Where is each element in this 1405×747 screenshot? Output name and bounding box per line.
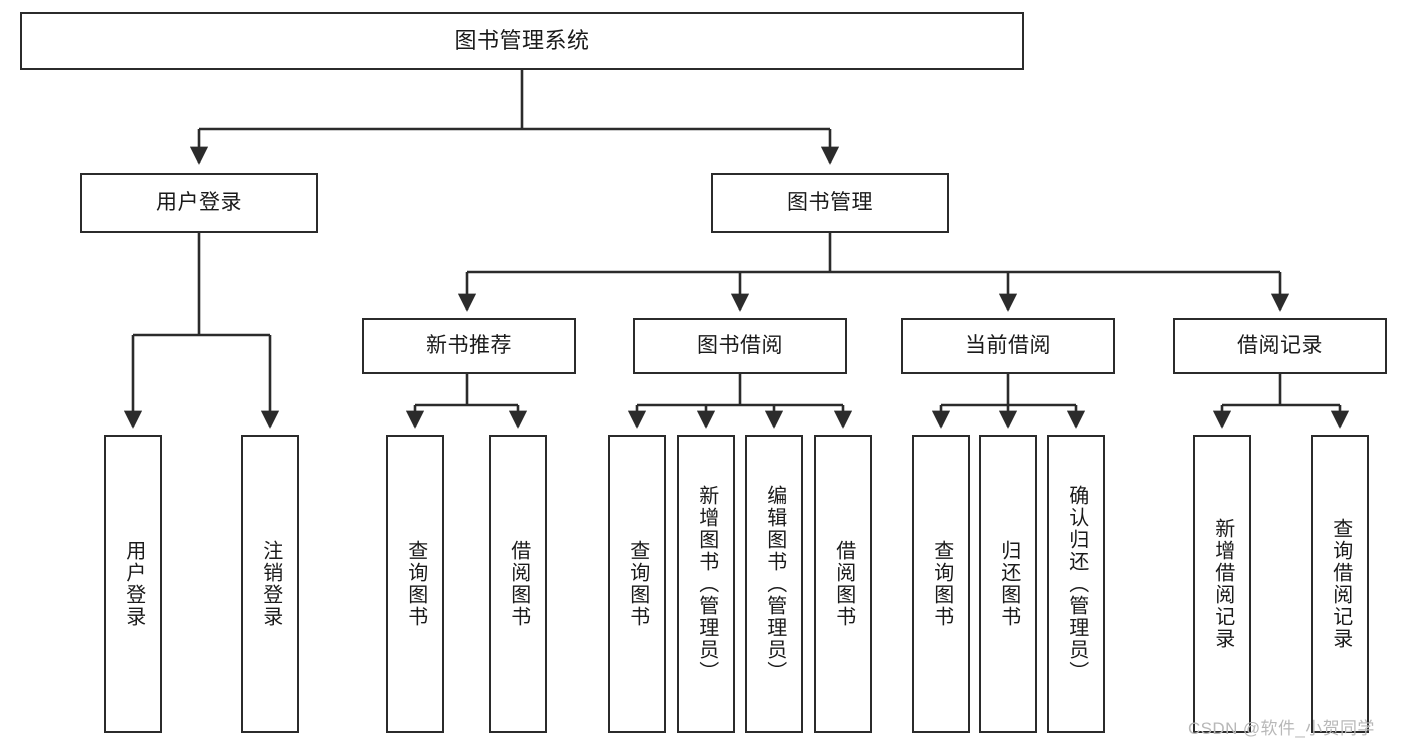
node-label: 归还图书 [997,540,1020,628]
node-label: 用户登录 [156,191,242,215]
node-new-book-recommendation[interactable]: 新书推荐 [362,318,576,374]
node-label: 编辑图书（管理员） [763,485,786,683]
node-leaf-query-book-borrow[interactable]: 查询图书 [608,435,666,733]
node-root-book-management-system[interactable]: 图书管理系统 [20,12,1024,70]
node-label: 新书推荐 [426,334,512,358]
node-label: 注销登录 [259,540,282,628]
node-leaf-borrow-book[interactable]: 借阅图书 [814,435,872,733]
node-leaf-edit-book-admin[interactable]: 编辑图书（管理员） [745,435,803,733]
csdn-watermark: CSDN @软件_小贺同学 [1188,719,1375,738]
node-leaf-borrow-book-newbook[interactable]: 借阅图书 [489,435,547,733]
node-leaf-return-book[interactable]: 归还图书 [979,435,1037,733]
node-label: 图书管理系统 [454,27,590,53]
node-label: 新增借阅记录 [1211,518,1234,650]
node-label: 查询图书 [626,540,649,628]
node-current-borrowing[interactable]: 当前借阅 [901,318,1115,374]
node-label: 图书借阅 [697,334,783,358]
node-leaf-confirm-return-admin[interactable]: 确认归还（管理员） [1047,435,1105,733]
node-label: 新增图书（管理员） [695,485,718,683]
node-label: 图书管理 [787,191,873,215]
node-label: 查询图书 [930,540,953,628]
node-user-login[interactable]: 用户登录 [80,173,318,233]
node-label: 借阅图书 [507,540,530,628]
node-label: 用户登录 [122,540,145,628]
node-leaf-query-borrow-record[interactable]: 查询借阅记录 [1311,435,1369,733]
node-label: 查询图书 [404,540,427,628]
node-leaf-query-book-current[interactable]: 查询图书 [912,435,970,733]
node-book-borrowing[interactable]: 图书借阅 [633,318,847,374]
node-book-management[interactable]: 图书管理 [711,173,949,233]
node-leaf-add-borrow-record[interactable]: 新增借阅记录 [1193,435,1251,733]
node-leaf-query-book-newbook[interactable]: 查询图书 [386,435,444,733]
node-label: 确认归还（管理员） [1065,485,1088,683]
node-label: 借阅图书 [832,540,855,628]
node-label: 借阅记录 [1237,334,1323,358]
node-leaf-add-book-admin[interactable]: 新增图书（管理员） [677,435,735,733]
node-borrow-records[interactable]: 借阅记录 [1173,318,1387,374]
node-leaf-logout[interactable]: 注销登录 [241,435,299,733]
node-leaf-user-login[interactable]: 用户登录 [104,435,162,733]
node-label: 查询借阅记录 [1329,518,1352,650]
node-label: 当前借阅 [965,334,1051,358]
